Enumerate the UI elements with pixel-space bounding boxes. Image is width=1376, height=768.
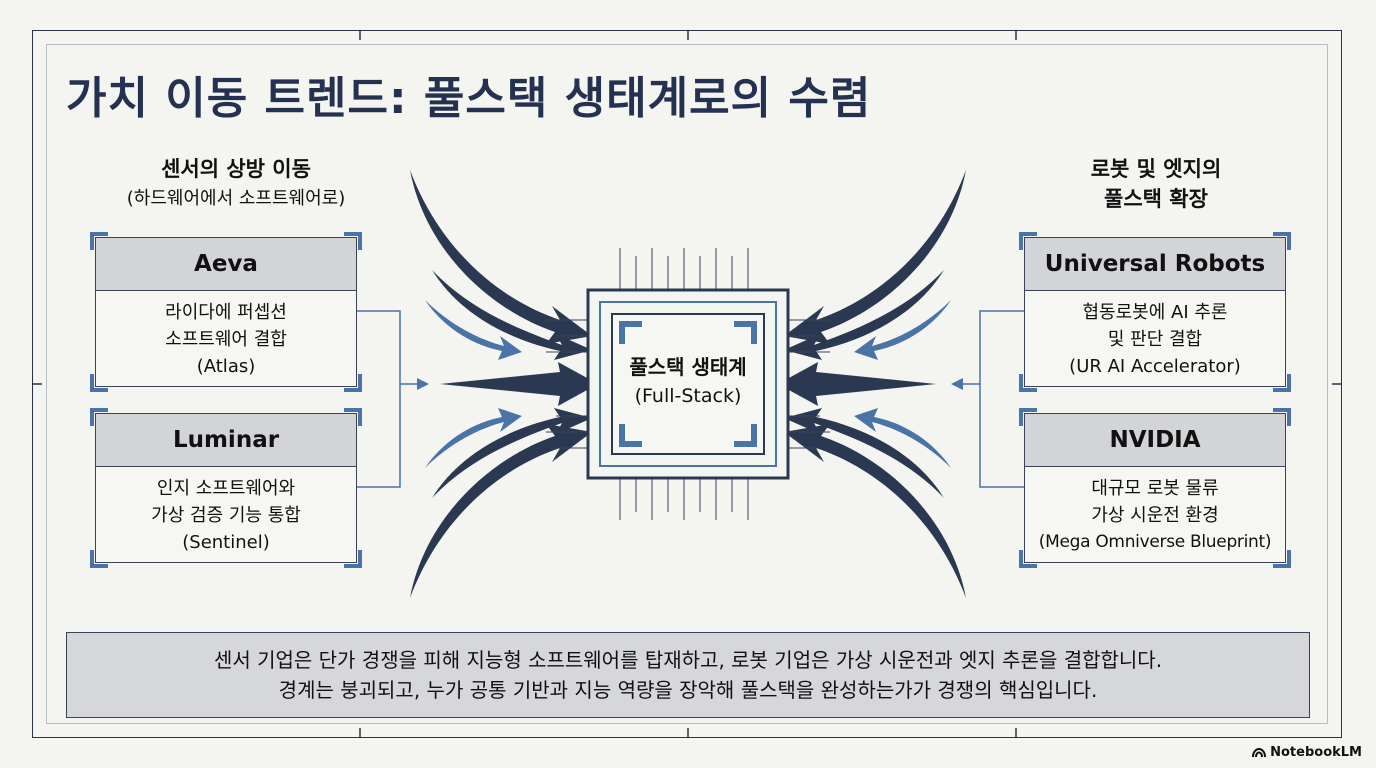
corner-bracket <box>344 374 362 392</box>
card-line: 및 판단 결합 <box>1107 329 1203 350</box>
center-label-sub: (Full-Stack) <box>634 385 742 407</box>
right-arrows <box>778 170 966 598</box>
summary-line-1: 센서 기업은 단가 경쟁을 피해 지능형 소프트웨어를 탑재하고, 로봇 기업은… <box>213 648 1163 672</box>
card-line: (UR AI Accelerator) <box>1069 356 1241 377</box>
left-heading-sub: (하드웨어에서 소프트웨어로) <box>126 188 346 209</box>
left-column-heading: 센서의 상방 이동 (하드웨어에서 소프트웨어로) <box>86 154 386 214</box>
card-line: 가상 시운전 환경 <box>1091 505 1219 526</box>
corner-bracket <box>1273 374 1291 392</box>
corner-bracket <box>1273 408 1291 426</box>
center-label: 풀스택 생태계 (Full-Stack) <box>598 352 778 410</box>
corner-bracket <box>90 550 108 568</box>
corner-bracket <box>1273 550 1291 568</box>
chip <box>586 288 790 480</box>
card-luminar: Luminar 인지 소프트웨어와 가상 검증 기능 통합 (Sentinel) <box>90 408 362 568</box>
corner-bracket <box>344 232 362 250</box>
chip-pins <box>546 248 830 520</box>
right-heading-line1: 로봇 및 엣지의 <box>1090 157 1222 181</box>
brand-badge: NotebookLM <box>1252 745 1362 760</box>
page-title: 가치 이동 트렌드: 풀스택 생태계로의 수렴 <box>66 73 872 124</box>
card-title: NVIDIA <box>1025 414 1285 467</box>
inner-frame <box>46 44 1328 724</box>
card-description: 대규모 로봇 물류 가상 시운전 환경 (Mega Omniverse Blue… <box>1025 467 1285 556</box>
card-line: (Atlas) <box>196 356 256 377</box>
corner-bracket <box>1019 550 1037 568</box>
card-line: 소프트웨어 결합 <box>165 329 287 350</box>
right-heading-line2: 풀스택 확장 <box>1104 187 1208 211</box>
card-line: 협동로봇에 AI 추론 <box>1082 302 1228 323</box>
left-connector <box>357 310 429 488</box>
card-description: 협동로봇에 AI 추론 및 판단 결합 (UR AI Accelerator) <box>1025 291 1285 380</box>
brand-label: NotebookLM <box>1270 745 1362 760</box>
corner-bracket <box>1019 232 1037 250</box>
card-line: (Sentinel) <box>182 532 270 553</box>
summary-box: 센서 기업은 단가 경쟁을 피해 지능형 소프트웨어를 탑재하고, 로봇 기업은… <box>66 632 1310 718</box>
card-line: 가상 검증 기능 통합 <box>151 505 301 526</box>
card-title: Luminar <box>96 414 356 467</box>
right-blue-arrows <box>854 300 951 468</box>
corner-bracket <box>344 550 362 568</box>
card-title: Aeva <box>96 238 356 291</box>
card-line: 라이다에 퍼셉션 <box>165 302 287 323</box>
left-heading-main: 센서의 상방 이동 <box>161 157 311 181</box>
right-connector <box>951 310 1024 488</box>
right-column-heading: 로봇 및 엣지의 풀스택 확장 <box>1006 154 1306 214</box>
corner-bracket <box>90 374 108 392</box>
corner-bracket <box>90 408 108 426</box>
left-blue-arrows <box>425 300 522 468</box>
corner-bracket <box>344 408 362 426</box>
card-line: (Mega Omniverse Blueprint) <box>1038 532 1272 552</box>
center-label-main: 풀스택 생태계 <box>629 355 747 379</box>
corner-bracket <box>1273 232 1291 250</box>
card-aeva: Aeva 라이다에 퍼셉션 소프트웨어 결합 (Atlas) <box>90 232 362 392</box>
notebooklm-logo-icon <box>1252 747 1267 757</box>
card-description: 인지 소프트웨어와 가상 검증 기능 통합 (Sentinel) <box>96 467 356 556</box>
corner-bracket <box>1019 374 1037 392</box>
card-description: 라이다에 퍼셉션 소프트웨어 결합 (Atlas) <box>96 291 356 380</box>
card-title: Universal Robots <box>1025 238 1285 291</box>
card-line: 인지 소프트웨어와 <box>156 478 296 499</box>
corner-bracket <box>1019 408 1037 426</box>
summary-line-2: 경계는 붕괴되고, 누가 공통 기반과 지능 역량을 장악해 풀스택을 완성하는… <box>278 678 1098 702</box>
card-nvidia: NVIDIA 대규모 로봇 물류 가상 시운전 환경 (Mega Omniver… <box>1019 408 1291 568</box>
corner-bracket <box>90 232 108 250</box>
left-arrows <box>410 170 598 598</box>
card-universal-robots: Universal Robots 협동로봇에 AI 추론 및 판단 결합 (UR… <box>1019 232 1291 392</box>
card-line: 대규모 로봇 물류 <box>1091 478 1219 499</box>
